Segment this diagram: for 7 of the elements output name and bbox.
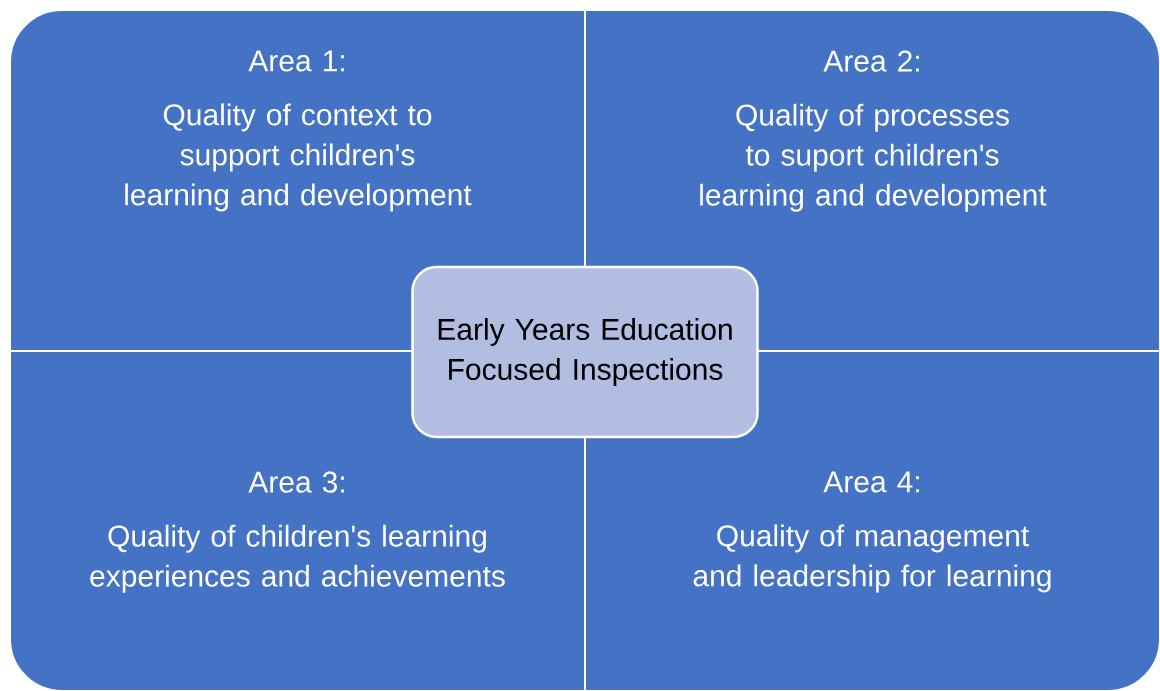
- node-label: Quality of management and leadership for learning: [693, 524, 1051, 593]
- node-label: Quality of children's learning experiences and achievements: [90, 524, 505, 593]
- node-label: Area 2:: [823, 50, 919, 72]
- node-label: Area 3:: [248, 471, 344, 493]
- center-box: Early Years Education Focused Inspections: [411, 265, 759, 439]
- node-label: Quality of processes to suport children's learning and development: [700, 103, 1047, 212]
- node-label: Area 4:: [823, 471, 919, 493]
